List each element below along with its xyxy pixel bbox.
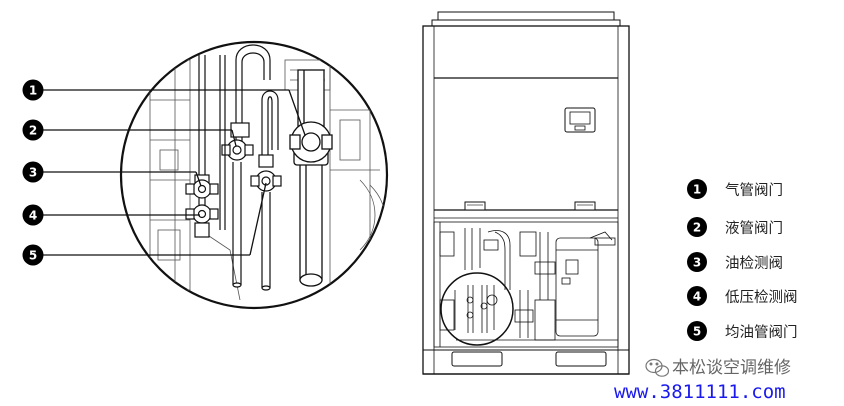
gas-pipe — [289, 69, 333, 287]
zoom-detail — [119, 40, 389, 310]
legend-item: 3 油检测阀 — [687, 252, 783, 272]
legend-item: 5 均油管阀门 — [687, 321, 798, 341]
legend-item: 2 液管阀门 — [687, 217, 783, 237]
legend-number: 5 — [693, 325, 701, 339]
zoom-indicator — [440, 272, 514, 346]
watermark: 本松谈空调维修 www.3811111.com — [614, 358, 791, 403]
callout-1: 1 — [22, 79, 306, 136]
callout-number: 5 — [29, 249, 37, 263]
legend-label: 均油管阀门 — [725, 324, 798, 341]
legend-number: 3 — [693, 256, 701, 270]
watermark-url: www.3811111.com — [614, 381, 786, 403]
legend-label: 油检测阀 — [725, 255, 783, 272]
liquid-pipe — [221, 44, 271, 288]
legend-label: 气管阀门 — [725, 182, 783, 199]
lower-compartment — [433, 221, 619, 348]
legend-number: 4 — [693, 290, 701, 304]
outdoor-unit — [422, 11, 630, 375]
callout-2: 2 — [22, 119, 237, 147]
legend-label: 液管阀门 — [725, 220, 783, 237]
wechat-icon — [645, 358, 670, 377]
legend-item: 4 低压检测阀 — [687, 286, 798, 306]
legend-number: 1 — [693, 183, 701, 197]
legend-item: 1 气管阀门 — [687, 179, 783, 199]
callout-5: 5 — [22, 182, 267, 266]
callout-4: 4 — [22, 204, 200, 226]
check-valves — [185, 55, 226, 238]
legend-number: 2 — [693, 221, 701, 235]
watermark-text: 本松谈空调维修 — [672, 358, 791, 378]
callout-number: 2 — [29, 124, 37, 138]
callout-number: 3 — [29, 166, 37, 180]
callout-number: 1 — [29, 84, 37, 98]
legend: 1 气管阀门 2 液管阀门 3 油检测阀 4 低压检测阀 5 均油管阀门 — [687, 179, 798, 341]
legend-label: 低压检测阀 — [725, 289, 798, 306]
oil-balance-pipe — [250, 90, 282, 291]
callout-3: 3 — [22, 161, 202, 187]
callout-number: 4 — [29, 209, 37, 223]
